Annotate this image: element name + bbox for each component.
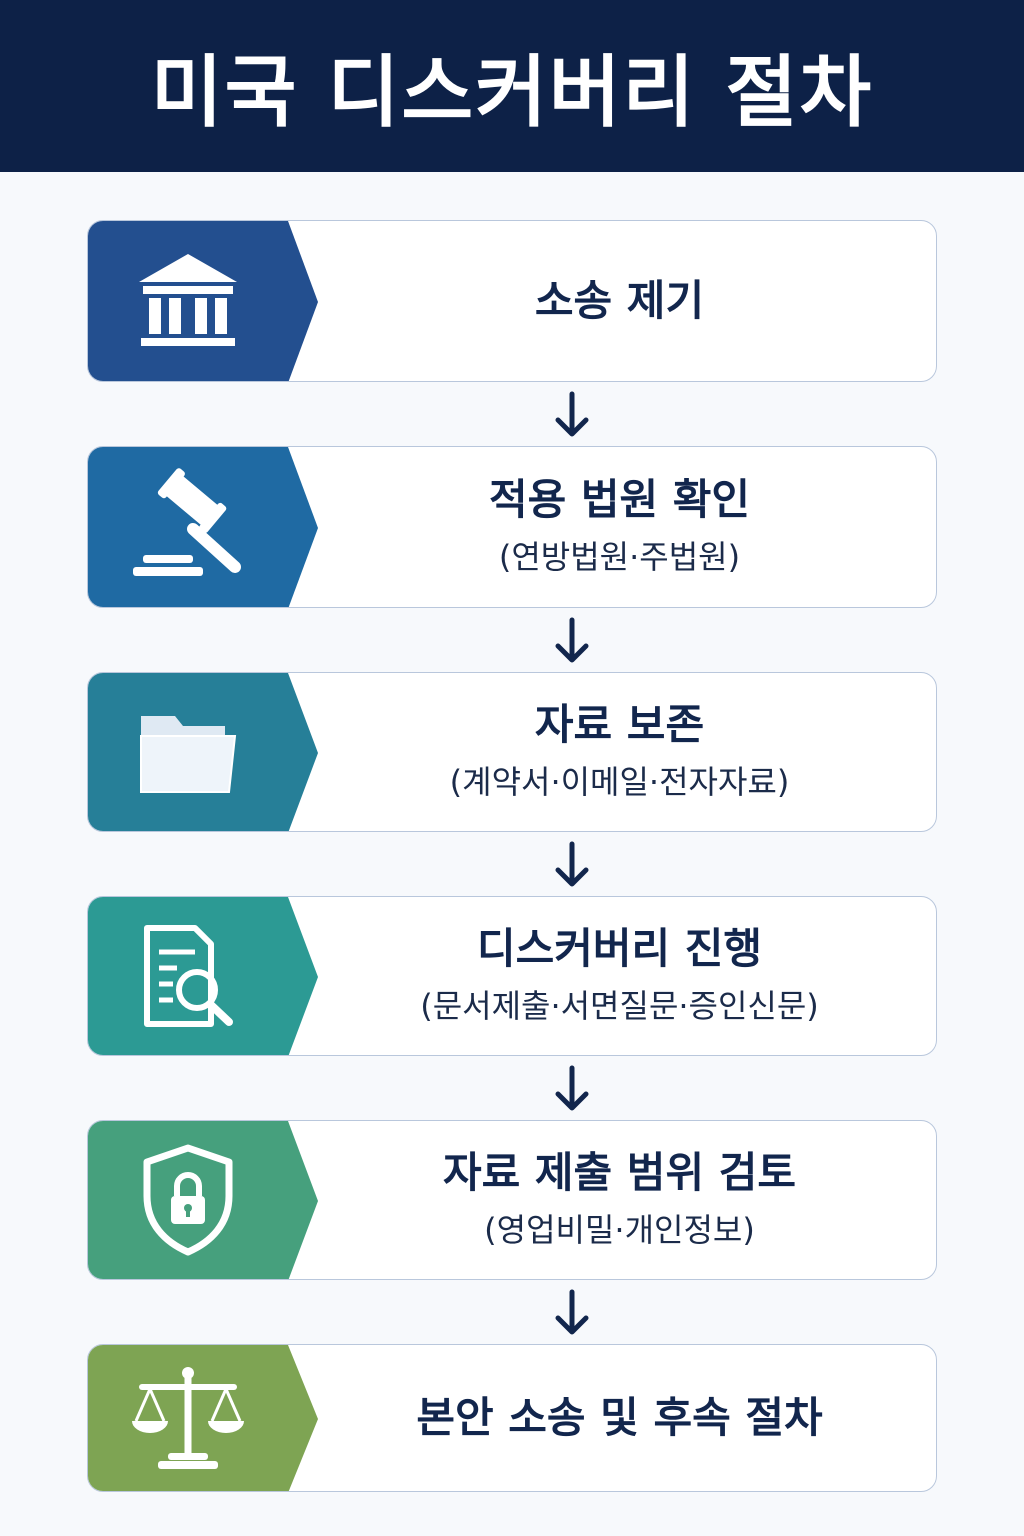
page-title: 미국 디스커버리 절차 — [150, 48, 874, 138]
document-search-icon — [88, 897, 288, 1055]
arrow-down-icon — [555, 617, 589, 663]
arrow-down-icon — [555, 841, 589, 887]
step-4-subtitle: (문서제출·서면질문·증인신문) — [420, 987, 819, 1026]
step-card-6: 본안 소송 및 후속 절차 — [87, 1344, 937, 1492]
step-3-subtitle: (계약서·이메일·전자자료) — [449, 763, 790, 802]
courthouse-icon — [88, 221, 288, 381]
step-3-title: 자료 보존 — [534, 699, 705, 749]
step-6-color-band — [88, 1345, 318, 1491]
header-banner: 미국 디스커버리 절차 — [0, 0, 1024, 172]
arrow-down-icon — [555, 391, 589, 437]
step-card-2: 적용 법원 확인 (연방법원·주법원) — [87, 446, 937, 608]
step-card-5: 자료 제출 범위 검토 (영업비밀·개인정보) — [87, 1120, 937, 1280]
step-card-4: 디스커버리 진행 (문서제출·서면질문·증인신문) — [87, 896, 937, 1056]
step-6-title: 본안 소송 및 후속 절차 — [416, 1392, 823, 1442]
step-2-title: 적용 법원 확인 — [488, 474, 751, 524]
step-4-title: 디스커버리 진행 — [476, 923, 763, 973]
step-5-subtitle: (영업비밀·개인정보) — [484, 1211, 755, 1250]
step-2-subtitle: (연방법원·주법원) — [498, 538, 741, 577]
step-1-title: 소송 제기 — [534, 275, 705, 325]
folder-icon — [88, 673, 288, 831]
arrow-down-icon — [555, 1289, 589, 1335]
step-5-title: 자료 제출 범위 검토 — [443, 1147, 796, 1197]
gavel-icon — [88, 447, 288, 607]
step-card-3: 자료 보존 (계약서·이메일·전자자료) — [87, 672, 937, 832]
arrow-down-icon — [555, 1065, 589, 1111]
shield-lock-icon — [88, 1121, 288, 1279]
scales-icon — [88, 1345, 288, 1491]
step-card-1: 소송 제기 — [87, 220, 937, 382]
